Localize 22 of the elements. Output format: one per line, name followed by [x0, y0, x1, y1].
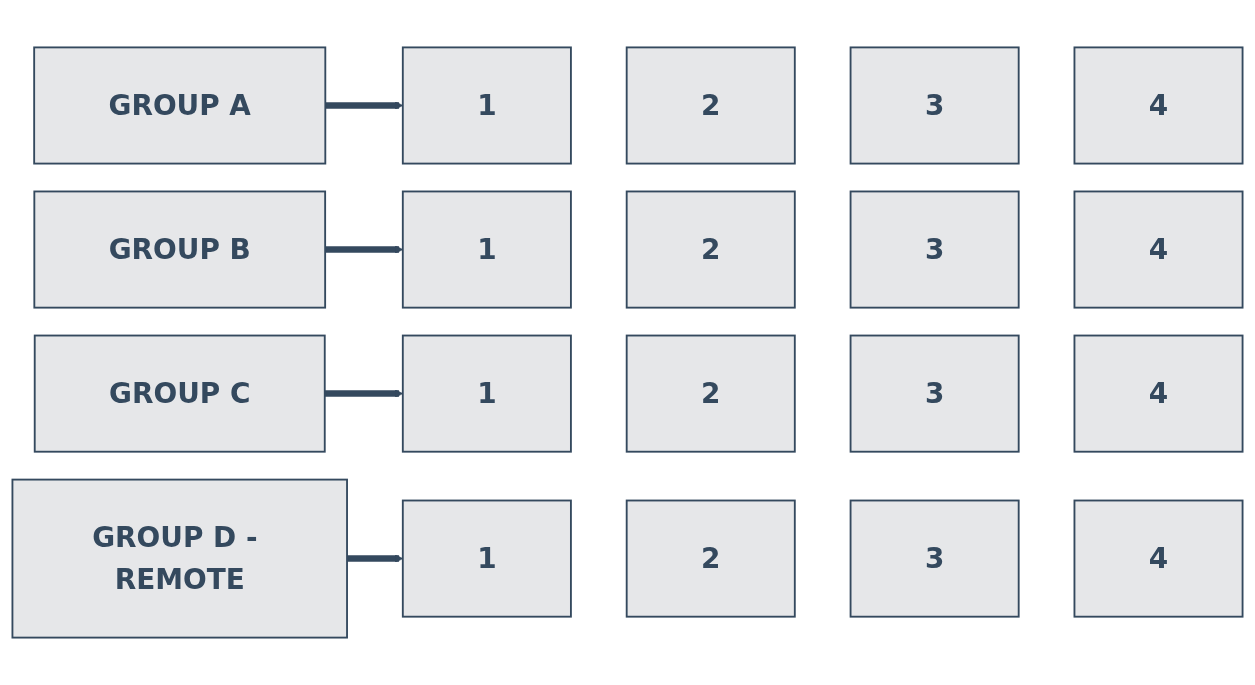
- node-box: 4: [1073, 46, 1244, 165]
- node-box: 1: [401, 46, 572, 165]
- node-box: 1: [401, 499, 572, 618]
- node-box: 3: [849, 334, 1020, 453]
- node-box: GROUP D - REMOTE: [11, 478, 348, 639]
- arrow: [347, 554, 404, 563]
- node-box: 1: [401, 190, 572, 309]
- node-box: GROUP C: [33, 334, 326, 453]
- node-box: 4: [1073, 334, 1244, 453]
- node-box: 4: [1073, 499, 1244, 618]
- node-box: GROUP A: [33, 46, 327, 165]
- arrow: [325, 245, 404, 254]
- node-box: 2: [625, 334, 796, 453]
- node-box: 1: [401, 334, 572, 453]
- node-box: 3: [849, 190, 1020, 309]
- node-box: 3: [849, 46, 1020, 165]
- node-box: 3: [849, 499, 1020, 618]
- node-box: GROUP B: [33, 190, 327, 309]
- node-box: 2: [625, 46, 796, 165]
- node-box: 4: [1073, 190, 1244, 309]
- node-box: 2: [625, 499, 796, 618]
- node-box: 2: [625, 190, 796, 309]
